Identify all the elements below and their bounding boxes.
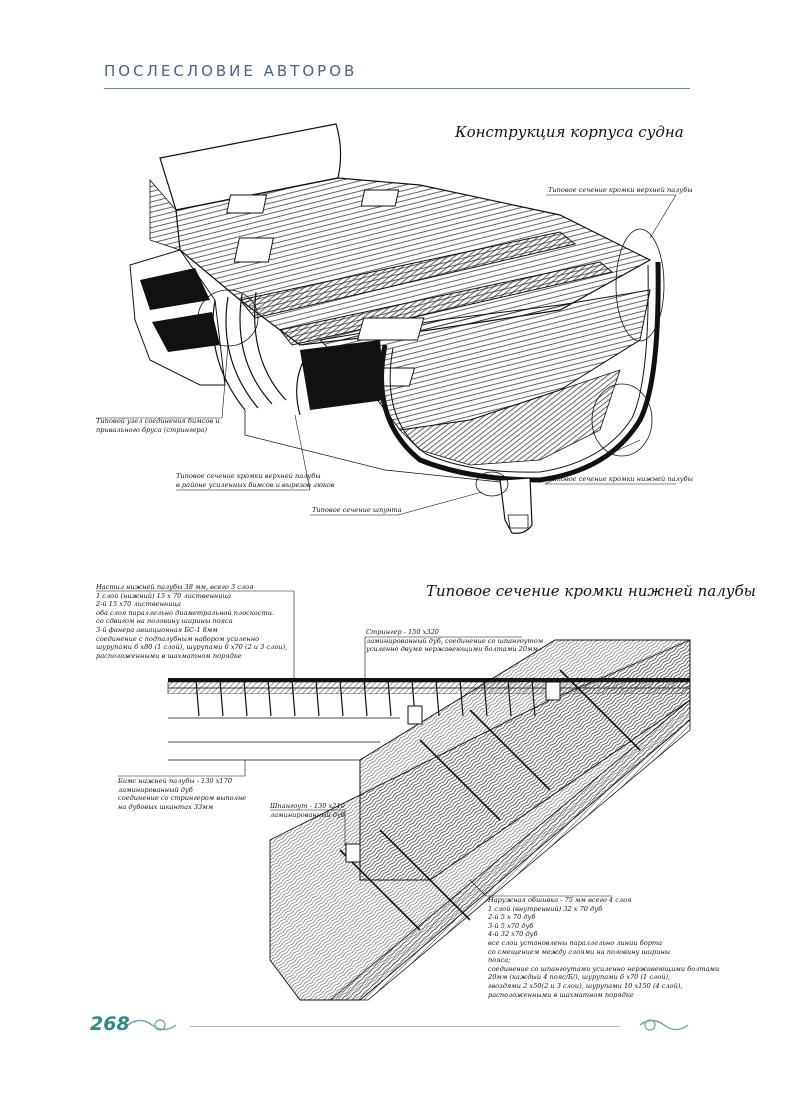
note-deck-planking: Настил нижней палубы 38 мм, всего 3 слоя… xyxy=(96,583,288,660)
header-rule xyxy=(104,88,690,89)
detail-circle-lower xyxy=(591,383,653,457)
hull-frames xyxy=(212,291,311,416)
figure2-title: Типовое сечение кромки нижней палубы xyxy=(426,582,756,600)
label-shpunt: Типовое сечение шпунта xyxy=(312,506,402,514)
hull-strakes-dark xyxy=(300,340,385,410)
stringer-bolts xyxy=(339,669,641,931)
label-lower-deck-edge: Типовое сечение кромки нижней палубы xyxy=(548,475,693,483)
detail-circle-shpunt xyxy=(475,471,509,497)
figure1-title: Конструкция корпуса судна xyxy=(455,123,684,141)
outer-planking xyxy=(328,699,691,1001)
beam-lines xyxy=(168,717,400,761)
section-detail-drawing xyxy=(96,590,691,1001)
rope-ornament xyxy=(127,1019,689,1031)
midship-frame xyxy=(379,261,661,483)
label-upper-deck-edge: Типовое сечение кромки верхней палубы xyxy=(548,186,693,194)
page-header: ПОСЛЕСЛОВИЕ АВТОРОВ xyxy=(104,62,358,80)
leader-lines xyxy=(96,194,677,516)
footer-rule xyxy=(190,1026,620,1027)
page-number: 268 xyxy=(90,1013,130,1035)
deck-layer-plywood xyxy=(168,678,690,682)
detail-circle-upper xyxy=(615,228,665,342)
